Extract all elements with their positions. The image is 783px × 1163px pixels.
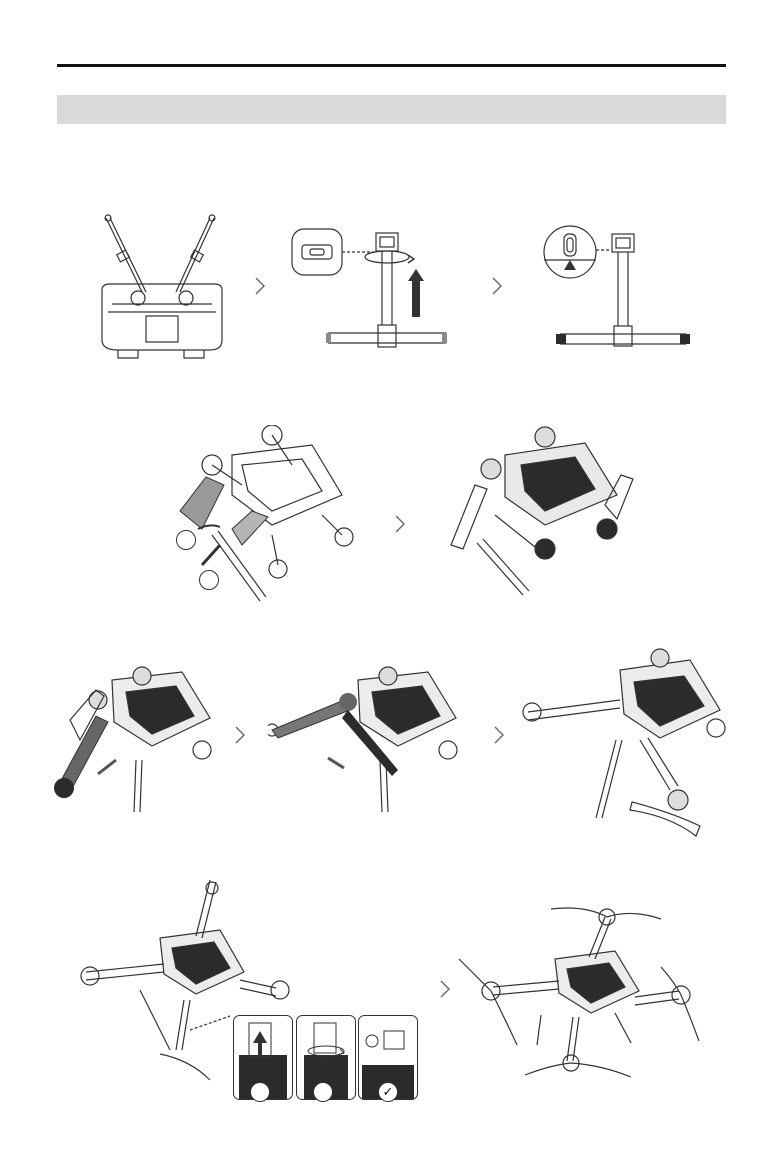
inset-step-1-circle — [250, 1082, 270, 1102]
next-step-arrow-icon — [491, 276, 503, 301]
remote-controller-figure — [98, 212, 238, 362]
step-1-circle — [176, 530, 196, 550]
unfold-front-arm-figure — [52, 660, 222, 820]
unfold-rear-arm-figure — [268, 660, 468, 825]
next-step-arrow-icon — [439, 979, 451, 1004]
step-2-circle — [199, 570, 219, 590]
section-header-bar — [57, 95, 726, 124]
inset-locked-check-circle: ✓ — [378, 1082, 398, 1102]
next-step-arrow-icon — [234, 725, 246, 750]
landing-gear-installed-figure — [540, 222, 692, 352]
landing-gear-mount-figure — [290, 225, 470, 350]
next-step-arrow-icon — [394, 514, 406, 539]
next-step-arrow-icon — [254, 276, 266, 301]
checkmark-icon: ✓ — [383, 1084, 394, 1099]
next-step-arrow-icon — [493, 725, 505, 750]
drone-with-landing-gear-figure — [445, 425, 645, 605]
drone-propellers-unfolded-figure — [455, 895, 710, 1080]
top-rule — [57, 64, 726, 67]
inset-step-2-circle — [313, 1082, 333, 1102]
arms-unfolded-figure — [520, 640, 735, 840]
